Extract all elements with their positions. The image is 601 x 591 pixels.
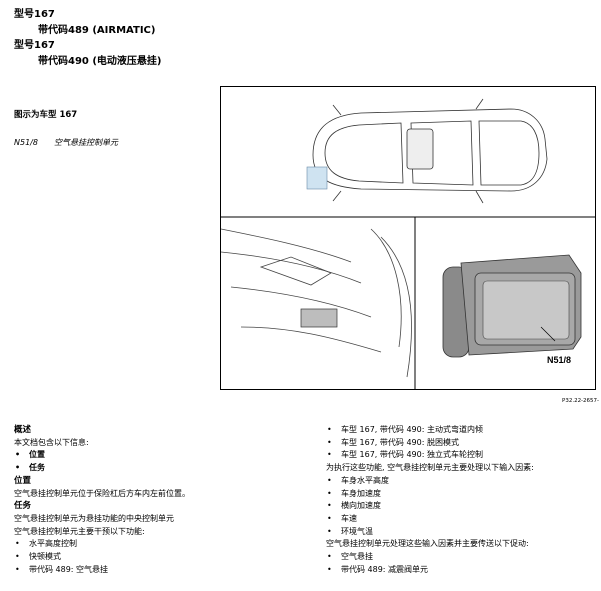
bullet-item: 带代码 489: 空气悬挂 bbox=[14, 564, 314, 577]
bullet-item: 车型 167, 带代码 490: 独立式车轮控制 bbox=[326, 449, 596, 462]
paragraph: 空气悬挂控制单元处理这些输入因素并主要传送以下促动: bbox=[326, 539, 529, 549]
bullet-item: 快顿模式 bbox=[14, 551, 314, 564]
bullet-item: 车速 bbox=[326, 513, 596, 526]
bullet-item: 水平高度控制 bbox=[14, 538, 314, 551]
bullet-item: 车身水平高度 bbox=[326, 475, 596, 488]
paragraph: 空气悬挂控制单元主要干预以下功能: bbox=[14, 526, 145, 536]
bullet-item: 空气悬挂 bbox=[326, 551, 596, 564]
illustration-svg: N51/8 bbox=[221, 98, 595, 389]
technical-illustration: N51/8 bbox=[220, 86, 596, 390]
section-heading: 概述 bbox=[14, 425, 32, 435]
bullet-item: 位置 bbox=[14, 449, 314, 462]
bullet-item: 车型 167, 带代码 490: 主动式弯道内倾 bbox=[326, 424, 596, 437]
header-line: 带代码490 (电动液压悬挂) bbox=[38, 55, 162, 67]
vehicle-top-view bbox=[312, 98, 548, 204]
control-unit-in-bumper bbox=[300, 308, 338, 328]
callout-label: N51/8 bbox=[547, 355, 571, 365]
bullet-item: 带代码 489: 减震阀单元 bbox=[326, 564, 596, 577]
control-unit-module bbox=[442, 254, 582, 358]
bumper-detail bbox=[221, 228, 412, 378]
bullet-item: 车型 167, 带代码 490: 脱困模式 bbox=[326, 437, 596, 450]
section-heading: 位置 bbox=[14, 475, 32, 486]
body-left-column: 概述本文档包含以下信息:位置任务位置空气悬挂控制单元位于保险杠后方车内左前位置。… bbox=[14, 424, 314, 576]
bullet-item: 横向加速度 bbox=[326, 500, 596, 513]
section-heading: 任务 bbox=[14, 501, 32, 512]
header-line: 带代码489 (AIRMATIC) bbox=[38, 24, 156, 36]
figure-reference: P32.22-2657- bbox=[562, 398, 600, 404]
bullet-item: 环境气温 bbox=[326, 526, 596, 539]
bullet-item: 车身加速度 bbox=[326, 488, 596, 501]
bullet-item: 任务 bbox=[14, 462, 314, 475]
legend-description: 空气悬挂控制单元 bbox=[54, 138, 118, 147]
header-line: 型号167 bbox=[14, 40, 55, 51]
paragraph: 空气悬挂控制单元位于保险杠后方车内左前位置。 bbox=[14, 488, 190, 498]
figure-title: 图示为车型 167 bbox=[14, 110, 78, 120]
control-unit-highlight bbox=[306, 166, 328, 190]
figure-legend: N51/8 空气悬挂控制单元 bbox=[14, 137, 118, 148]
paragraph: 为执行这些功能, 空气悬挂控制单元主要处理以下输入因素: bbox=[326, 463, 534, 473]
header-line: 型号167 bbox=[14, 9, 55, 20]
paragraph: 本文档包含以下信息: bbox=[14, 437, 89, 447]
legend-code: N51/8 bbox=[14, 138, 38, 147]
paragraph: 空气悬挂控制单元为悬挂功能的中央控制单元 bbox=[14, 513, 174, 523]
body-right-column: 车型 167, 带代码 490: 主动式弯道内倾车型 167, 带代码 490:… bbox=[326, 424, 596, 576]
